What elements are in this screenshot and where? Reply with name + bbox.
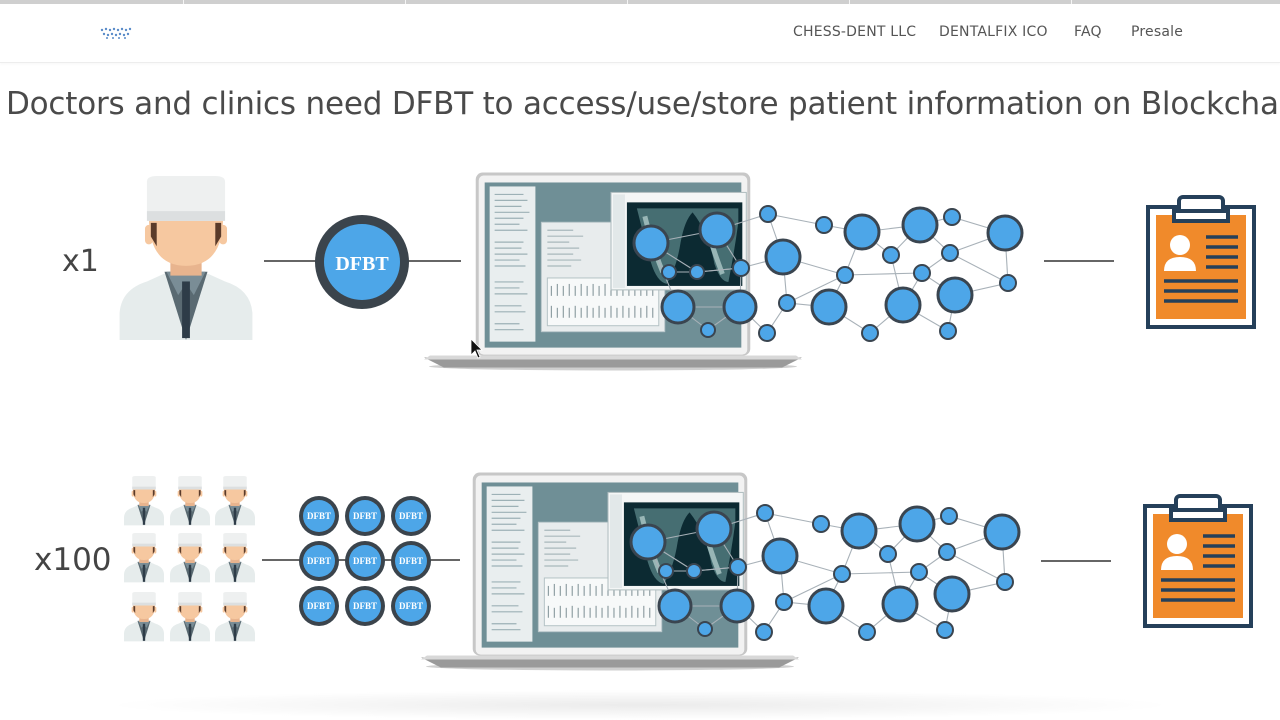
blockchain-network-icon [629, 504, 1021, 641]
row-multiplier-hundred: x100 [34, 542, 112, 578]
svg-text:DFBT: DFBT [399, 556, 423, 566]
dfbt-token-icon: DFBT [299, 496, 339, 536]
dfbt-token-icon: DFBT [391, 586, 431, 626]
row-multiplier-single: x1 [62, 244, 99, 279]
dfbt-token-icon: DFBT [315, 215, 409, 309]
svg-text:DFBT: DFBT [353, 601, 377, 611]
blockchain-network-icon [632, 205, 1024, 342]
patient-record-clipboard-icon [1148, 197, 1254, 327]
nav-link-dentalfix-ico[interactable]: DENTALFIX ICO [939, 24, 1048, 40]
top-navigation-bar: CHESS-DENT LLC DENTALFIX ICO FAQ Presale [0, 0, 1280, 63]
doctor-avatar-icon [170, 592, 210, 642]
doctor-group [124, 476, 255, 642]
doctor-avatar-icon [215, 476, 255, 526]
patient-record-clipboard-icon [1145, 496, 1251, 626]
svg-text:DFBT: DFBT [307, 511, 331, 521]
nav-link-presale[interactable]: Presale [1131, 24, 1184, 40]
doctor-avatar-icon [119, 176, 253, 341]
doctor-avatar-icon [124, 592, 164, 642]
doctor-avatar-icon [124, 533, 164, 583]
doctor-avatar-icon [215, 592, 255, 642]
page-headline: Doctors and clinics need DFBT to access/… [6, 86, 1280, 122]
dfbt-token-icon: DFBT [345, 586, 385, 626]
svg-text:DFBT: DFBT [307, 601, 331, 611]
doctor-avatar-icon [215, 533, 255, 583]
svg-text:DFBT: DFBT [399, 601, 423, 611]
doctor-avatar-icon [124, 476, 164, 526]
nav-link-chess-dent[interactable]: CHESS-DENT LLC [793, 24, 917, 40]
svg-text:DFBT: DFBT [353, 511, 377, 521]
doctor-avatar-icon [170, 533, 210, 583]
dfbt-token-grid: DFBT DFBT DFBT DFBT DFBT DFBT DFBT DFBT … [299, 496, 431, 626]
bottom-shadow [100, 690, 1180, 720]
browser-tab-strip [0, 0, 1280, 4]
token-label: DFBT [335, 253, 389, 275]
brand-logo-icon[interactable] [99, 26, 133, 40]
dfbt-token-icon: DFBT [345, 541, 385, 581]
mouse-cursor-icon [470, 338, 483, 359]
dfbt-token-icon: DFBT [391, 496, 431, 536]
nav-link-faq[interactable]: FAQ [1074, 24, 1102, 40]
dfbt-token-icon: DFBT [391, 541, 431, 581]
svg-text:DFBT: DFBT [307, 556, 331, 566]
doctor-avatar-icon [170, 476, 210, 526]
svg-text:DFBT: DFBT [353, 556, 377, 566]
svg-text:DFBT: DFBT [399, 511, 423, 521]
dfbt-token-icon: DFBT [299, 541, 339, 581]
dfbt-token-icon: DFBT [299, 586, 339, 626]
dfbt-token-icon: DFBT [345, 496, 385, 536]
